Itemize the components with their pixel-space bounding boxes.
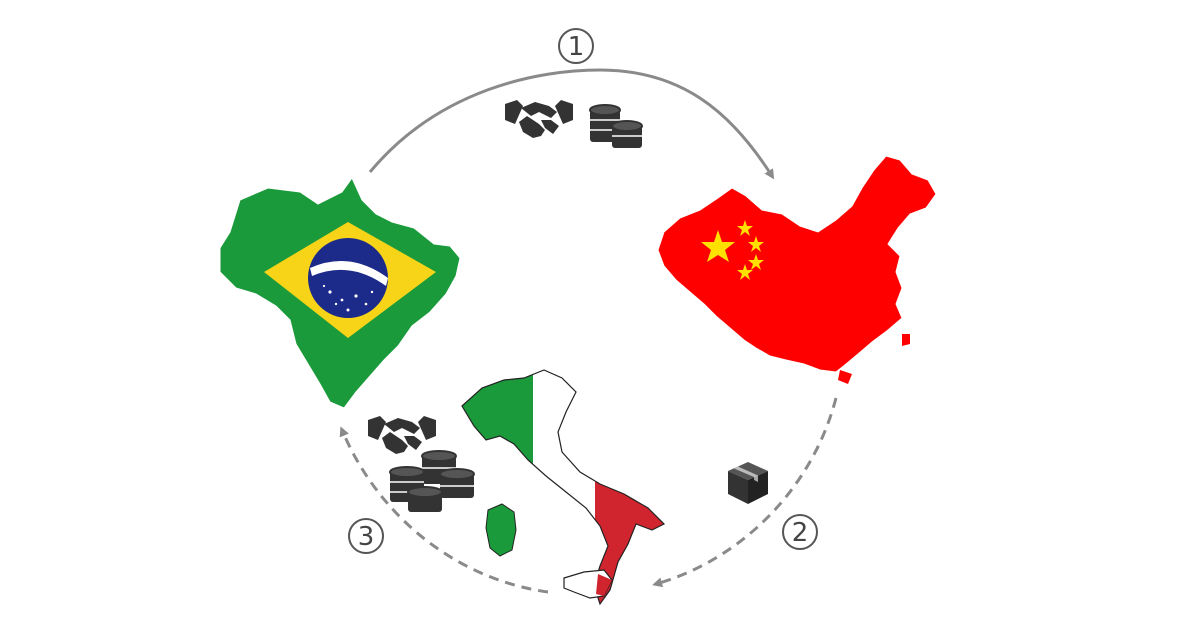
china-flag-small-star	[737, 264, 753, 280]
step-3-marker: 3	[348, 518, 384, 554]
brazil-flag-band	[310, 260, 388, 286]
step-2-number: 2	[792, 518, 809, 548]
china-flag-big-star	[701, 230, 735, 262]
china-flag-small-star	[737, 220, 753, 236]
step-1-number: 1	[568, 32, 585, 62]
handshake-icon	[505, 100, 573, 138]
china-flag-small-star	[748, 254, 764, 270]
sardinia-island	[485, 503, 517, 557]
italy-map	[461, 369, 666, 606]
brazil-map	[219, 177, 461, 409]
step-1-marker: 1	[558, 28, 594, 64]
arrow-china-to-italy	[652, 397, 838, 588]
handshake-icon	[368, 416, 436, 454]
arrow-brazil-to-china	[368, 68, 775, 180]
coins-icon	[589, 104, 643, 148]
brazil-flag-globe	[308, 238, 388, 318]
package-box-icon	[728, 462, 768, 504]
china-map	[657, 155, 937, 384]
china-flag-small-star	[748, 236, 764, 252]
step-2-marker: 2	[782, 514, 818, 550]
coins-icon	[389, 450, 475, 512]
step-3-number: 3	[358, 522, 375, 552]
